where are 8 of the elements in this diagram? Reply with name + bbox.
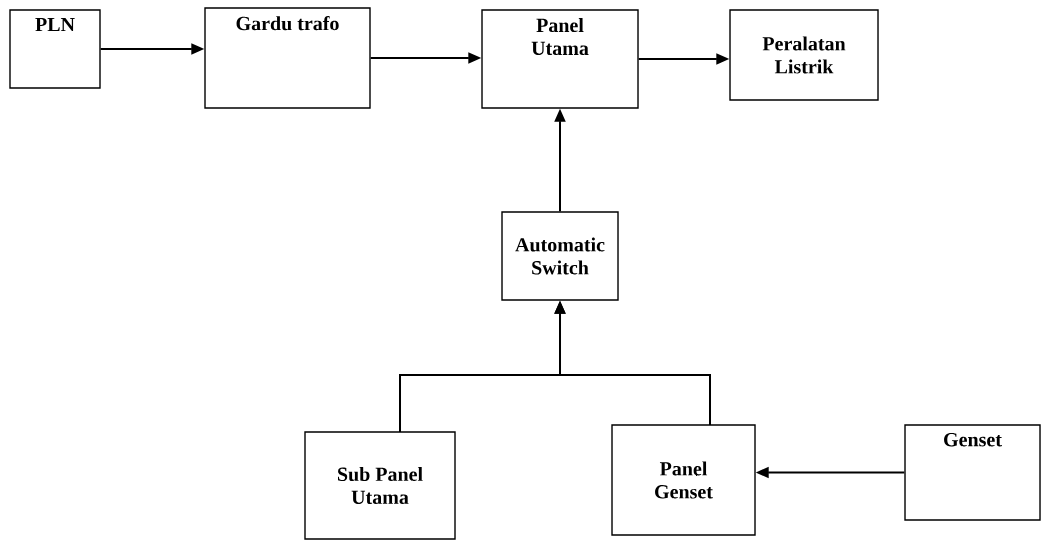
process-box: Genset [904, 424, 1041, 521]
process-box: Gardu trafo [204, 7, 371, 109]
process-box: Automatic Switch [501, 211, 619, 301]
process-box: PLN [9, 9, 101, 89]
process-box: Sub Panel Utama [304, 431, 456, 540]
process-box: Panel Utama [481, 9, 639, 109]
process-box: Panel Genset [611, 424, 756, 536]
process-box: Peralatan Listrik [729, 9, 879, 101]
